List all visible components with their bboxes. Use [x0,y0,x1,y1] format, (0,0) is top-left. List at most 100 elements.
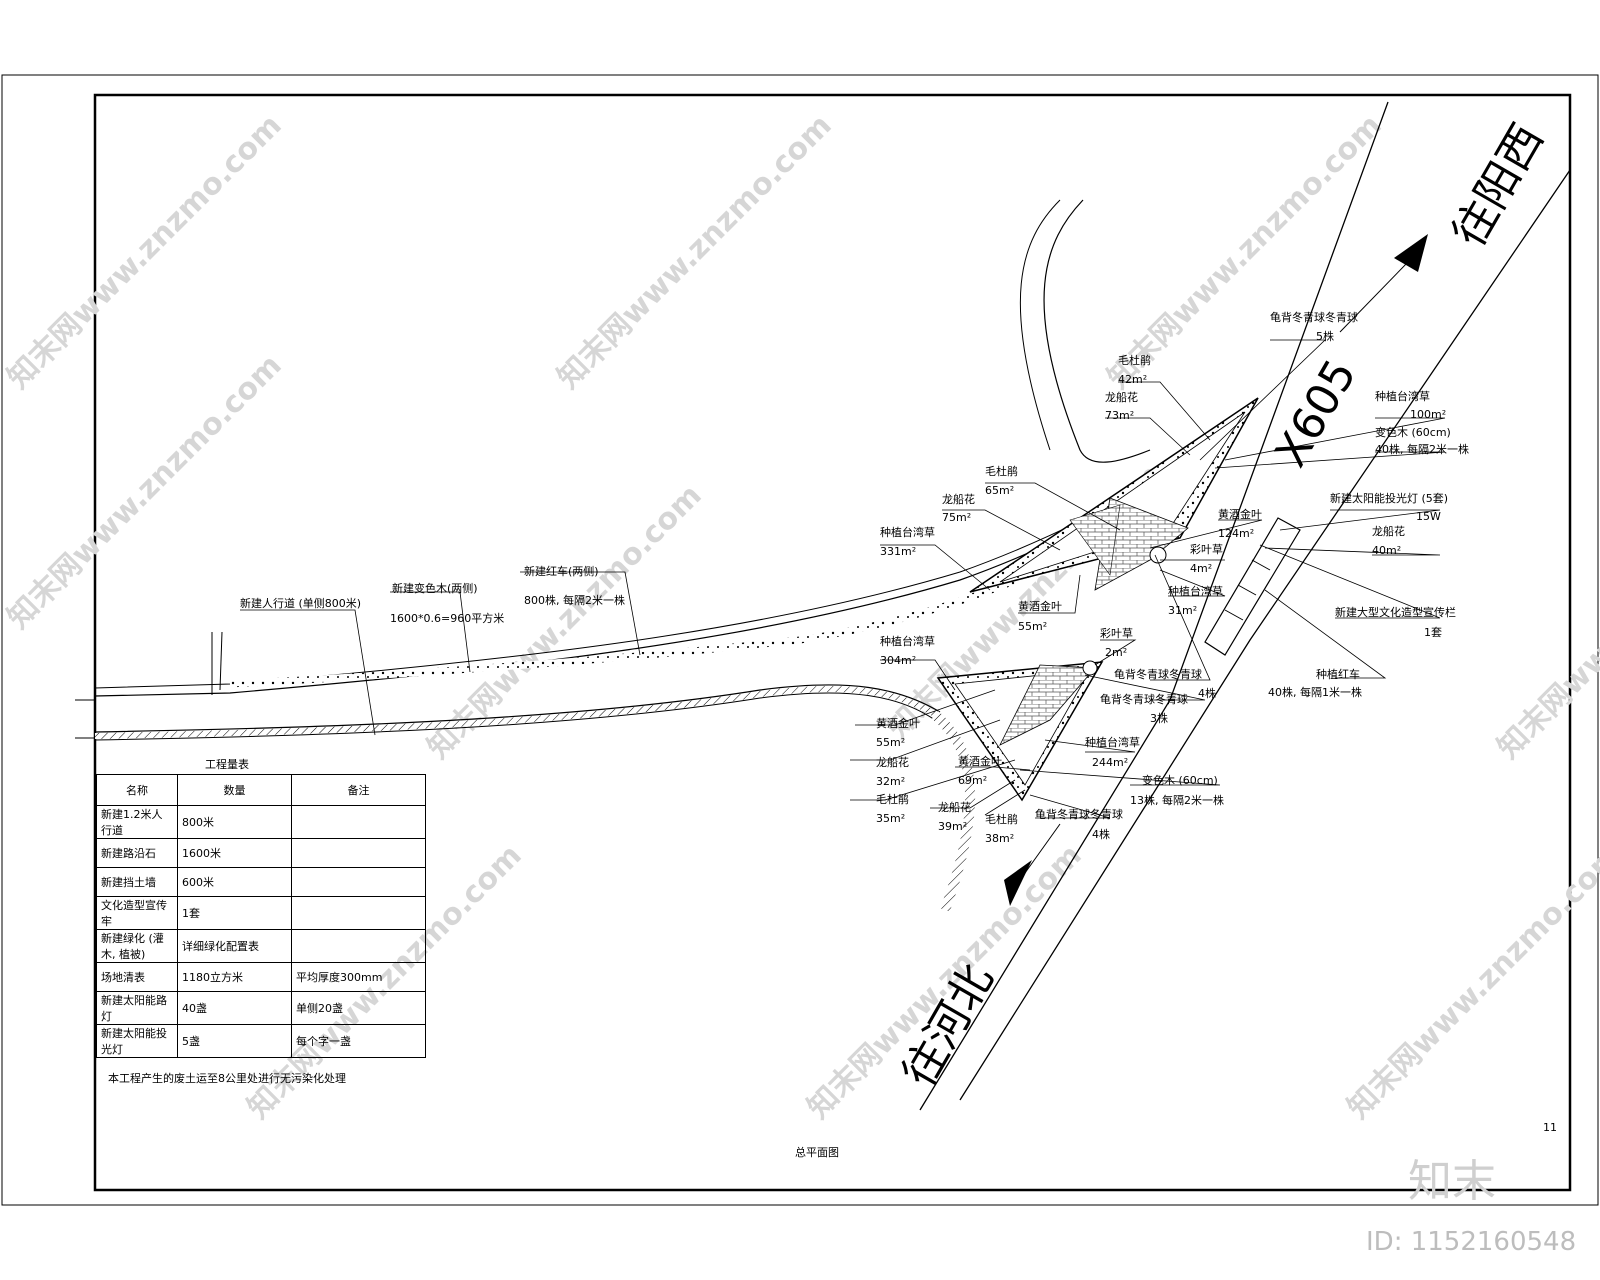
sheet-title: 总平面图 [795,1146,839,1159]
arrow-south-icon [1004,860,1032,906]
table-row: 新建绿化 (灌木, 植被)详细绿化配置表 [96,929,426,963]
island-north [969,397,1259,593]
svg-text:35m²: 35m² [876,812,905,825]
svg-text:73m²: 73m² [1105,409,1134,422]
svg-text:69m²: 69m² [958,774,987,787]
svg-text:42m²: 42m² [1118,373,1147,386]
svg-text:40株, 每隔1米一株: 40株, 每隔1米一株 [1268,685,1362,699]
svg-text:知末网www.znzmo.com: 知末网www.znzmo.com [1341,838,1600,1126]
svg-text:40株, 每隔2米一株: 40株, 每隔2米一株 [1375,442,1469,456]
svg-text:彩叶草: 彩叶草 [1100,627,1133,640]
svg-text:4株: 4株 [1092,827,1110,841]
road-north-branch [1019,199,1151,463]
svg-text:变色木 (60cm): 变色木 (60cm) [1375,425,1451,439]
svg-text:龙船花: 龙船花 [938,800,971,814]
svg-text:31m²: 31m² [1168,604,1197,617]
svg-text:4株: 4株 [1198,686,1216,700]
construction-note: 本工程产生的废土运至8公里处进行无污染化处理 [108,1072,346,1085]
outer-frame [1,74,1599,1206]
svg-text:65m²: 65m² [985,484,1014,497]
svg-text:种植台湾草: 种植台湾草 [880,525,935,539]
svg-text:毛杜鹃: 毛杜鹃 [985,812,1018,826]
road-label-north-east: 往阳西 [1443,116,1553,256]
svg-text:800株, 每隔2米一株: 800株, 每隔2米一株 [524,593,625,607]
svg-text:32m²: 32m² [876,775,905,788]
id-text: ID: 1152160548 [1366,1227,1576,1257]
svg-text:38m²: 38m² [985,832,1014,845]
svg-text:100m²: 100m² [1410,408,1446,421]
leader-lines [240,339,1446,819]
svg-text:毛杜鹃: 毛杜鹃 [876,792,909,806]
svg-text:种植台湾草: 种植台湾草 [880,634,935,648]
svg-text:15W: 15W [1416,510,1441,523]
svg-text:种植台湾草: 种植台湾草 [1375,389,1430,403]
svg-text:龟背冬青球冬青球: 龟背冬青球冬青球 [1035,807,1123,821]
svg-text:龙船花: 龙船花 [1372,524,1405,538]
inner-frame [93,93,1572,1192]
svg-text:种植台湾草: 种植台湾草 [1085,735,1140,749]
svg-text:39m²: 39m² [938,820,967,833]
svg-text:彩叶草: 彩叶草 [1190,543,1223,556]
svg-text:知末网www.znzmo.com: 知末网www.znzmo.com [1101,108,1389,396]
svg-text:变色木 (60cm): 变色木 (60cm) [1142,773,1218,787]
svg-text:3株: 3株 [1150,711,1168,725]
table-title: 工程量表 [205,758,249,771]
svg-text:新建太阳能投光灯 (5套): 新建太阳能投光灯 (5套) [1330,491,1448,505]
table-header: 名称 [96,774,178,806]
svg-text:知末网www.znzmo.com: 知末网www.znzmo.com [1491,478,1600,766]
brand-logo: 知末 [1408,1156,1496,1207]
svg-text:1套: 1套 [1424,626,1442,639]
svg-text:331m²: 331m² [880,545,916,558]
island-south [936,660,1104,802]
svg-text:知末网www.znzmo.com: 知末网www.znzmo.com [1,108,289,396]
svg-text:244m²: 244m² [1092,756,1128,769]
svg-text:新建变色木(两侧): 新建变色木(两侧) [392,581,478,595]
svg-text:40m²: 40m² [1372,544,1401,557]
svg-text:龟背冬青球冬青球: 龟背冬青球冬青球 [1270,310,1358,324]
svg-text:龙船花: 龙船花 [876,755,909,769]
svg-text:毛杜鹃: 毛杜鹃 [1118,353,1151,367]
svg-text:新建红车(两侧): 新建红车(两侧) [524,564,599,578]
svg-text:龟背冬青球冬青球: 龟背冬青球冬青球 [1114,667,1202,681]
table-header: 数量 [177,774,292,806]
svg-text:龙船花: 龙船花 [1105,390,1138,404]
svg-text:55m²: 55m² [876,736,905,749]
page-number: 11 [1543,1121,1557,1134]
svg-text:龙船花: 龙船花 [942,492,975,506]
arrow-north-east-icon [1394,234,1428,272]
svg-text:黄酒金叶: 黄酒金叶 [958,754,1002,768]
svg-text:黄酒金叶: 黄酒金叶 [876,716,920,730]
svg-text:知末网www.znzmo.com: 知末网www.znzmo.com [1,348,289,636]
svg-text:75m²: 75m² [942,511,971,524]
svg-text:黄酒金叶: 黄酒金叶 [1018,599,1062,613]
svg-text:55m²: 55m² [1018,620,1047,633]
svg-text:13株, 每隔2米一株: 13株, 每隔2米一株 [1130,793,1224,807]
plant-labels: 龟背冬青球冬青球 5株 毛杜鹃 42m² 龙船花 73m² 种植台湾草 100m… [240,310,1469,845]
svg-text:知末网www.znzmo.com: 知末网www.znzmo.com [551,108,839,396]
svg-text:5株: 5株 [1316,329,1334,343]
svg-text:新建大型文化造型宣传栏: 新建大型文化造型宣传栏 [1335,605,1456,619]
table-header: 备注 [291,774,426,806]
table-header-row: 名称 数量 备注 [96,774,426,806]
culture-board [1204,517,1301,656]
svg-text:124m²: 124m² [1218,527,1254,540]
svg-text:黄酒金叶: 黄酒金叶 [1218,507,1262,521]
svg-text:毛杜鹃: 毛杜鹃 [985,464,1018,478]
svg-text:2m²: 2m² [1105,646,1127,659]
svg-text:龟背冬青球冬青球: 龟背冬青球冬青球 [1100,692,1188,706]
svg-text:1600*0.6=960平方米: 1600*0.6=960平方米 [390,611,504,625]
svg-text:新建人行道 (单侧800米): 新建人行道 (单侧800米) [240,596,361,610]
road-label-route: X605 [1265,351,1366,475]
svg-text:种植台湾草: 种植台湾草 [1168,584,1223,598]
svg-text:304m²: 304m² [880,654,916,667]
svg-text:4m²: 4m² [1190,562,1212,575]
svg-text:种植红车: 种植红车 [1316,667,1360,681]
